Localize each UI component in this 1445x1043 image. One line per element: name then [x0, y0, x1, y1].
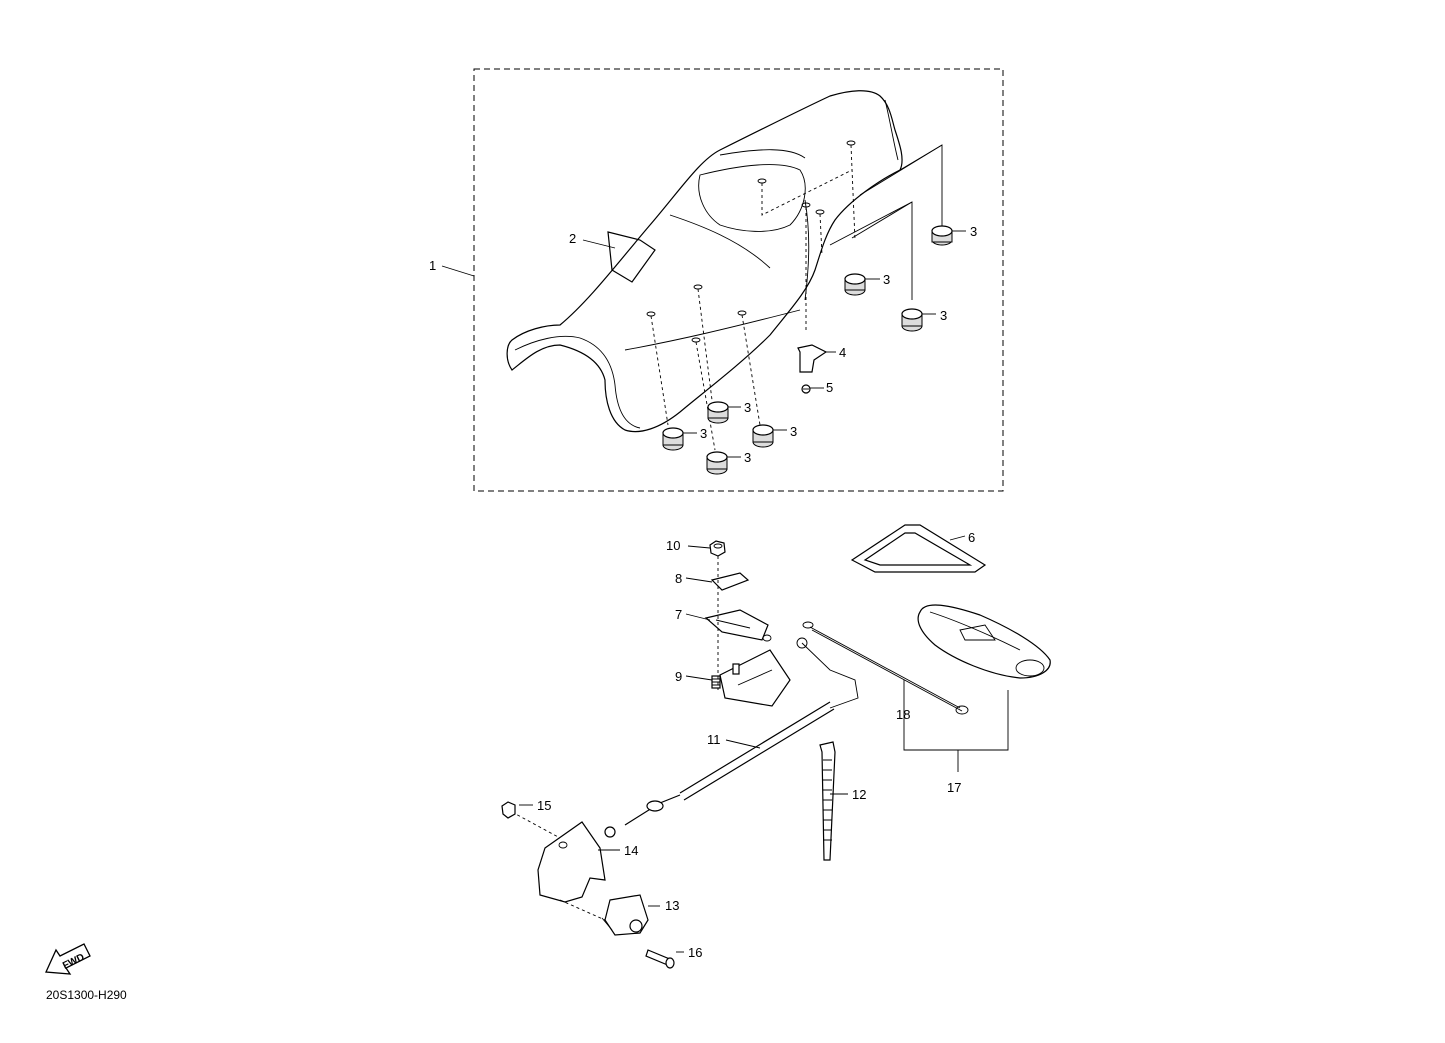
label-sticker [607, 231, 656, 283]
plate [710, 572, 750, 591]
callout-16: 16 [688, 945, 702, 960]
callout-7: 7 [675, 607, 682, 622]
callout-14: 14 [624, 843, 638, 858]
lock-base [719, 649, 791, 707]
screw [801, 384, 811, 394]
callout-3: 3 [700, 426, 707, 441]
lock-bracket [537, 821, 606, 903]
lock-cylinder [601, 894, 649, 936]
callout-3: 3 [790, 424, 797, 439]
callout-3: 3 [744, 400, 751, 415]
nut [709, 540, 726, 557]
callout-3: 3 [744, 450, 751, 465]
damper [752, 424, 774, 448]
callout-5: 5 [826, 380, 833, 395]
forward-arrow-icon: FWD [45, 943, 91, 975]
callout-13: 13 [665, 898, 679, 913]
wire-cable [802, 621, 969, 715]
callout-11: 11 [707, 732, 721, 747]
damper [707, 401, 729, 424]
seat-cowl [917, 604, 1051, 679]
assembly-axis [511, 811, 561, 839]
seat-assembly-border [473, 68, 1004, 492]
callout-15: 15 [537, 798, 551, 813]
projection-lines [650, 144, 943, 451]
nut [501, 801, 516, 819]
damper [931, 225, 953, 246]
damper [662, 427, 684, 451]
bolt [711, 675, 721, 689]
seat-cover-frame [850, 524, 987, 573]
callout-labels: 1 2 3 3 3 3 3 3 3 4 5 6 10 8 7 9 18 11 1… [429, 224, 977, 960]
damper [844, 273, 866, 296]
callout-12: 12 [852, 787, 866, 802]
damper [706, 451, 728, 475]
callout-8: 8 [675, 571, 682, 586]
damper-group [662, 225, 953, 475]
callout-3: 3 [970, 224, 977, 239]
callout-3: 3 [940, 308, 947, 323]
seat [506, 90, 903, 433]
diagram-code: 20S1300-H290 [46, 988, 127, 1002]
seat-lock-latch [704, 609, 772, 642]
bracket [797, 344, 828, 373]
lock-cable [604, 637, 859, 838]
callout-1: 1 [429, 258, 436, 273]
leader-lines [441, 230, 1009, 953]
callout-4: 4 [839, 345, 846, 360]
callout-17: 17 [947, 780, 961, 795]
callout-18: 18 [896, 707, 910, 722]
assembly-axis [559, 899, 606, 921]
cable-tie [819, 741, 836, 861]
callout-10: 10 [666, 538, 680, 553]
callout-6: 6 [968, 530, 975, 545]
damper [901, 308, 923, 332]
callout-3: 3 [883, 272, 890, 287]
callout-9: 9 [675, 669, 682, 684]
seat-mounting-holes [646, 140, 856, 343]
bolt [645, 949, 675, 969]
callout-2: 2 [569, 231, 576, 246]
